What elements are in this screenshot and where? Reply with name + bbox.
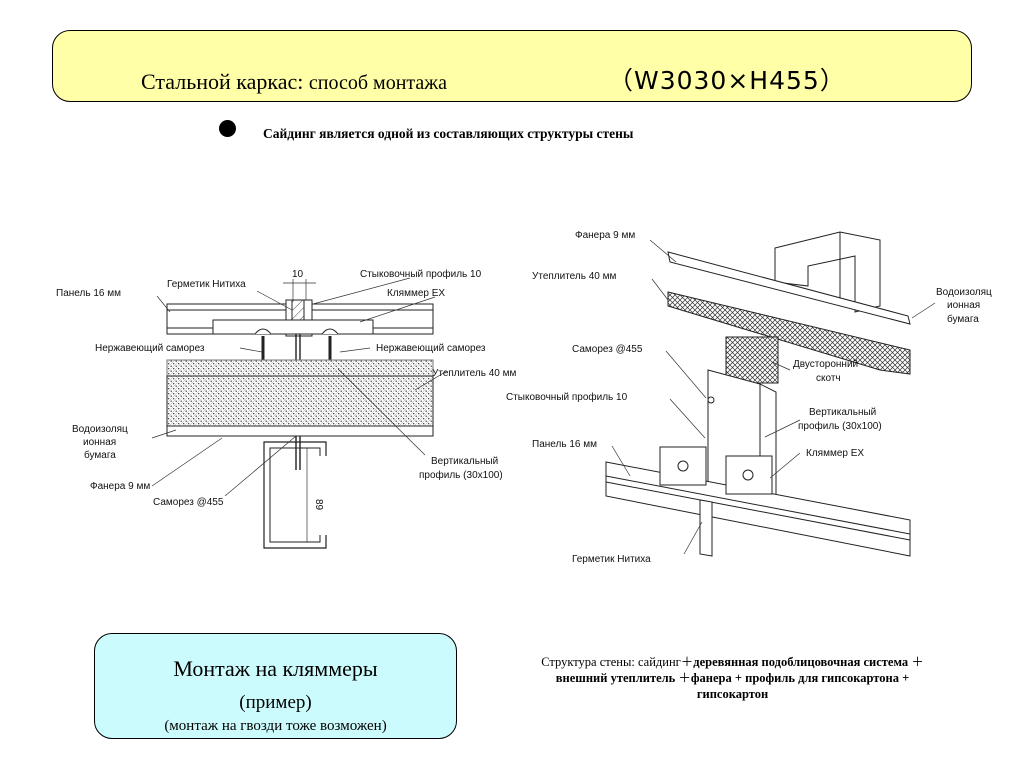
label-sealant: Герметик Нитиха xyxy=(167,279,246,290)
wall-part-3: фанера + профиль для гипсокартона + xyxy=(690,671,910,685)
section-drawing xyxy=(166,299,434,549)
plus-sign: ＋ xyxy=(678,671,691,685)
plus-sign: ＋ xyxy=(911,655,924,669)
title-dimensions: （W3030×H455） xyxy=(608,66,846,95)
mounting-title: Монтаж на кляммеры xyxy=(173,656,378,681)
label-vertical-2: профиль (30х100) xyxy=(419,469,503,481)
iso-label-vertical-1: Вертикальный xyxy=(809,407,876,418)
label-screw-b: Нержавеющий саморез xyxy=(376,343,486,354)
wall-structure-text: Структура стены: сайдинг＋деревянная подо… xyxy=(505,654,960,702)
label-clip: Кляммер EX xyxy=(387,288,445,299)
iso-label-tape-2: скотч xyxy=(816,373,841,384)
label-waterproof-2: ионная xyxy=(83,437,116,448)
iso-text: Фанера 9 мм Утеплитель 40 мм Водоизоляц … xyxy=(506,230,992,565)
iso-label-plywood: Фанера 9 мм xyxy=(575,230,635,241)
iso-label-sealant: Герметик Нитиха xyxy=(572,554,651,565)
isometric-drawing xyxy=(605,231,911,557)
title-main-text: Стальной каркас: xyxy=(141,69,304,94)
dim-89-label: 89 xyxy=(313,499,324,511)
iso-label-waterproof-1: Водоизоляц xyxy=(936,287,992,298)
section-leaders xyxy=(151,277,448,542)
label-waterproof-3: бумага xyxy=(84,449,116,461)
dim-10-label: 10 xyxy=(292,269,304,280)
page-title: Стальной каркас: способ монтажа xyxy=(141,69,447,95)
title-sub-text: способ монтажа xyxy=(308,72,447,94)
label-screw-a: Нержавеющий саморез xyxy=(95,343,205,354)
iso-label-clip: Кляммер EX xyxy=(806,448,864,459)
iso-label-panel: Панель 16 мм xyxy=(532,439,597,450)
iso-label-screw-455: Саморез @455 xyxy=(572,344,643,355)
mounting-subtitle: (пример) xyxy=(239,692,312,713)
label-screw-455: Саморез @455 xyxy=(153,497,224,508)
title-box: Стальной каркас: способ монтажа （W3030×H… xyxy=(52,30,972,102)
wall-part-4: гипсокартон xyxy=(696,687,769,701)
label-waterproof-1: Водоизоляц xyxy=(72,424,128,435)
mounting-note: (монтаж на гвозди тоже возможен) xyxy=(164,718,387,734)
label-plywood: Фанера 9 мм xyxy=(90,481,150,492)
wall-part-2: внешний утеплитель xyxy=(555,671,676,685)
bullet-text: Сайдинг является одной из составляющих с… xyxy=(263,126,634,141)
section-text: 10 89 Панель 16 мм Герметик Нитиха Стыко… xyxy=(56,268,517,511)
mounting-method-box: Монтаж на кляммеры (пример) (монтаж на г… xyxy=(94,633,457,739)
bullet-icon xyxy=(219,120,236,137)
label-insulation: Утеплитель 40 мм xyxy=(432,368,517,379)
label-panel: Панель 16 мм xyxy=(56,288,121,299)
iso-label-joint-profile: Стыковочный профиль 10 xyxy=(506,391,628,403)
plus-sign: ＋ xyxy=(680,655,694,669)
iso-label-waterproof-3: бумага xyxy=(947,313,979,325)
iso-leaders xyxy=(611,239,936,555)
iso-label-tape-1: Двусторонний xyxy=(793,359,858,370)
iso-label-waterproof-2: ионная xyxy=(947,300,980,311)
label-vertical-1: Вертикальный xyxy=(431,456,498,467)
label-joint-profile: Стыковочный профиль 10 xyxy=(360,268,482,280)
wall-part-1: деревянная подоблицовочная система xyxy=(693,655,909,669)
iso-label-insulation: Утеплитель 40 мм xyxy=(532,271,617,282)
wall-prefix: Структура стены: сайдинг xyxy=(541,655,681,669)
iso-label-vertical-2: профиль (30х100) xyxy=(798,420,882,432)
